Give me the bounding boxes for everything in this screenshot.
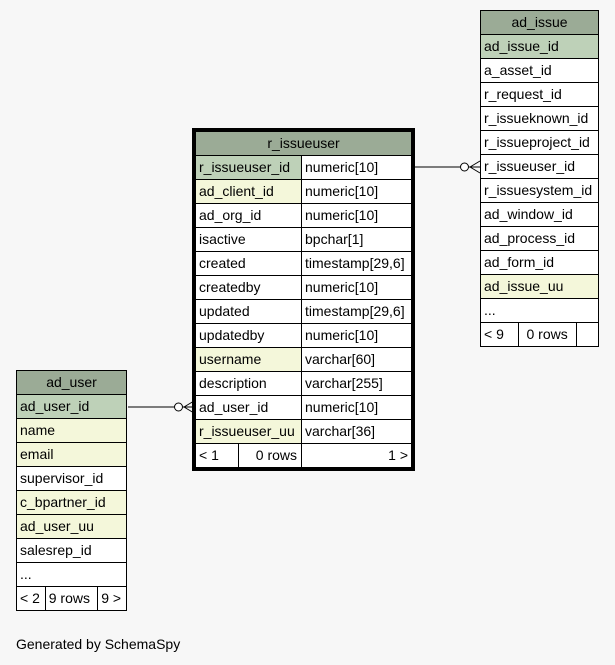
column-type: numeric[10]	[301, 395, 412, 420]
children-count[interactable]: 9 >	[97, 586, 127, 611]
table-ad-user[interactable]: ad_user ad_user_id name email supervisor…	[16, 370, 127, 611]
column-type: numeric[10]	[301, 275, 412, 300]
parents-count[interactable]: < 2	[16, 586, 46, 611]
parents-count[interactable]: < 9	[480, 322, 519, 347]
edge-r-issueuser-to-ad-issue	[413, 160, 481, 174]
table-header[interactable]: ad_issue	[480, 10, 599, 35]
table-header[interactable]: r_issueuser	[195, 131, 412, 156]
column-name: ad_user_id	[195, 395, 302, 420]
column-name: ad_client_id	[195, 179, 302, 204]
column-ad-window-id: ad_window_id	[480, 202, 599, 227]
column-r-issuesystem-id: r_issuesystem_id	[480, 178, 599, 203]
column-r-issueknown-id: r_issueknown_id	[480, 106, 599, 131]
column-ad-process-id: ad_process_id	[480, 226, 599, 251]
column-name: createdby	[195, 275, 302, 300]
row-count: 9 rows	[44, 586, 99, 611]
column-r-request-id: r_request_id	[480, 82, 599, 107]
column-name: updatedby	[195, 323, 302, 348]
edge-ad-user-to-r-issueuser	[128, 400, 195, 414]
row-count: 0 rows	[255, 447, 297, 463]
footer-left: < 1 0 rows	[195, 443, 302, 468]
column-more: ...	[16, 562, 127, 587]
column-ad-form-id: ad_form_id	[480, 250, 599, 275]
children-count[interactable]: 1 >	[301, 443, 412, 468]
generated-by-footer: Generated by SchemaSpy	[16, 636, 181, 652]
column-type: timestamp[29,6]	[301, 299, 412, 324]
column-ad-user-id: ad_user_id	[16, 394, 127, 419]
column-type: varchar[255]	[301, 371, 412, 396]
column-type: numeric[10]	[301, 323, 412, 348]
column-type: varchar[60]	[301, 347, 412, 372]
column-salesrep-id: salesrep_id	[16, 538, 127, 563]
column-name: ad_org_id	[195, 203, 302, 228]
parents-count[interactable]: < 1	[197, 444, 239, 467]
column-name: created	[195, 251, 302, 276]
column-email: email	[16, 442, 127, 467]
column-r-issueproject-id: r_issueproject_id	[480, 130, 599, 155]
column-ad-issue-uu: ad_issue_uu	[480, 274, 599, 299]
column-type: numeric[10]	[301, 155, 412, 180]
row-count: 0 rows	[517, 322, 577, 347]
table-header[interactable]: ad_user	[16, 370, 127, 395]
column-ad-issue-id: ad_issue_id	[480, 34, 599, 59]
column-name: updated	[195, 299, 302, 324]
table-ad-issue[interactable]: ad_issue ad_issue_id a_asset_id r_reques…	[480, 10, 600, 347]
children-count[interactable]	[575, 322, 600, 347]
column-type: varchar[36]	[301, 419, 412, 444]
column-name: username	[195, 347, 302, 372]
column-name: description	[195, 371, 302, 396]
column-c-bpartner-id: c_bpartner_id	[16, 490, 127, 515]
